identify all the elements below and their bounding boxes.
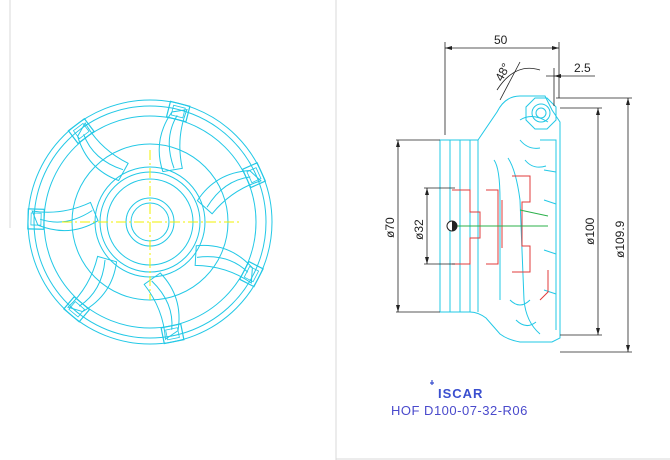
front-center-lines [62,150,240,300]
cutter-insert [63,255,118,323]
set-screw-icon [446,220,458,232]
dim-diameter-109-9: ø109.9 [613,220,627,258]
section-view: 50 48° 2.5 ø70 ø32 ø100 ø109.9 [383,33,632,353]
front-view [27,99,273,345]
drawing-frame [9,0,670,460]
dim-diameter-100: ø100 [583,217,597,245]
logo-text: ISCAR [438,386,483,401]
cutter-insert [143,272,185,345]
cutter-insert [158,100,191,173]
title-block: ISCAR HOF D100-07-32-R06 [391,380,528,418]
cutter-insert [67,117,129,182]
section-bore [452,175,549,301]
section-body-profile [439,95,561,343]
section-insert [525,97,557,130]
dimension-lines [396,42,632,353]
cutter-insert [196,161,267,215]
dim-diameter-32: ø32 [412,219,426,240]
cutter-insert [27,201,99,232]
dim-diameter-70: ø70 [383,217,397,238]
cutter-blades [27,100,267,345]
dim-offset-2-5: 2.5 [574,61,591,75]
cutter-insert [194,244,264,288]
iscar-logo-icon: ISCAR [430,380,483,401]
coolant-channel [455,209,549,227]
dim-length-50: 50 [494,33,508,47]
part-code: HOF D100-07-32-R06 [391,403,528,418]
dimension-arrowheads [396,46,630,352]
